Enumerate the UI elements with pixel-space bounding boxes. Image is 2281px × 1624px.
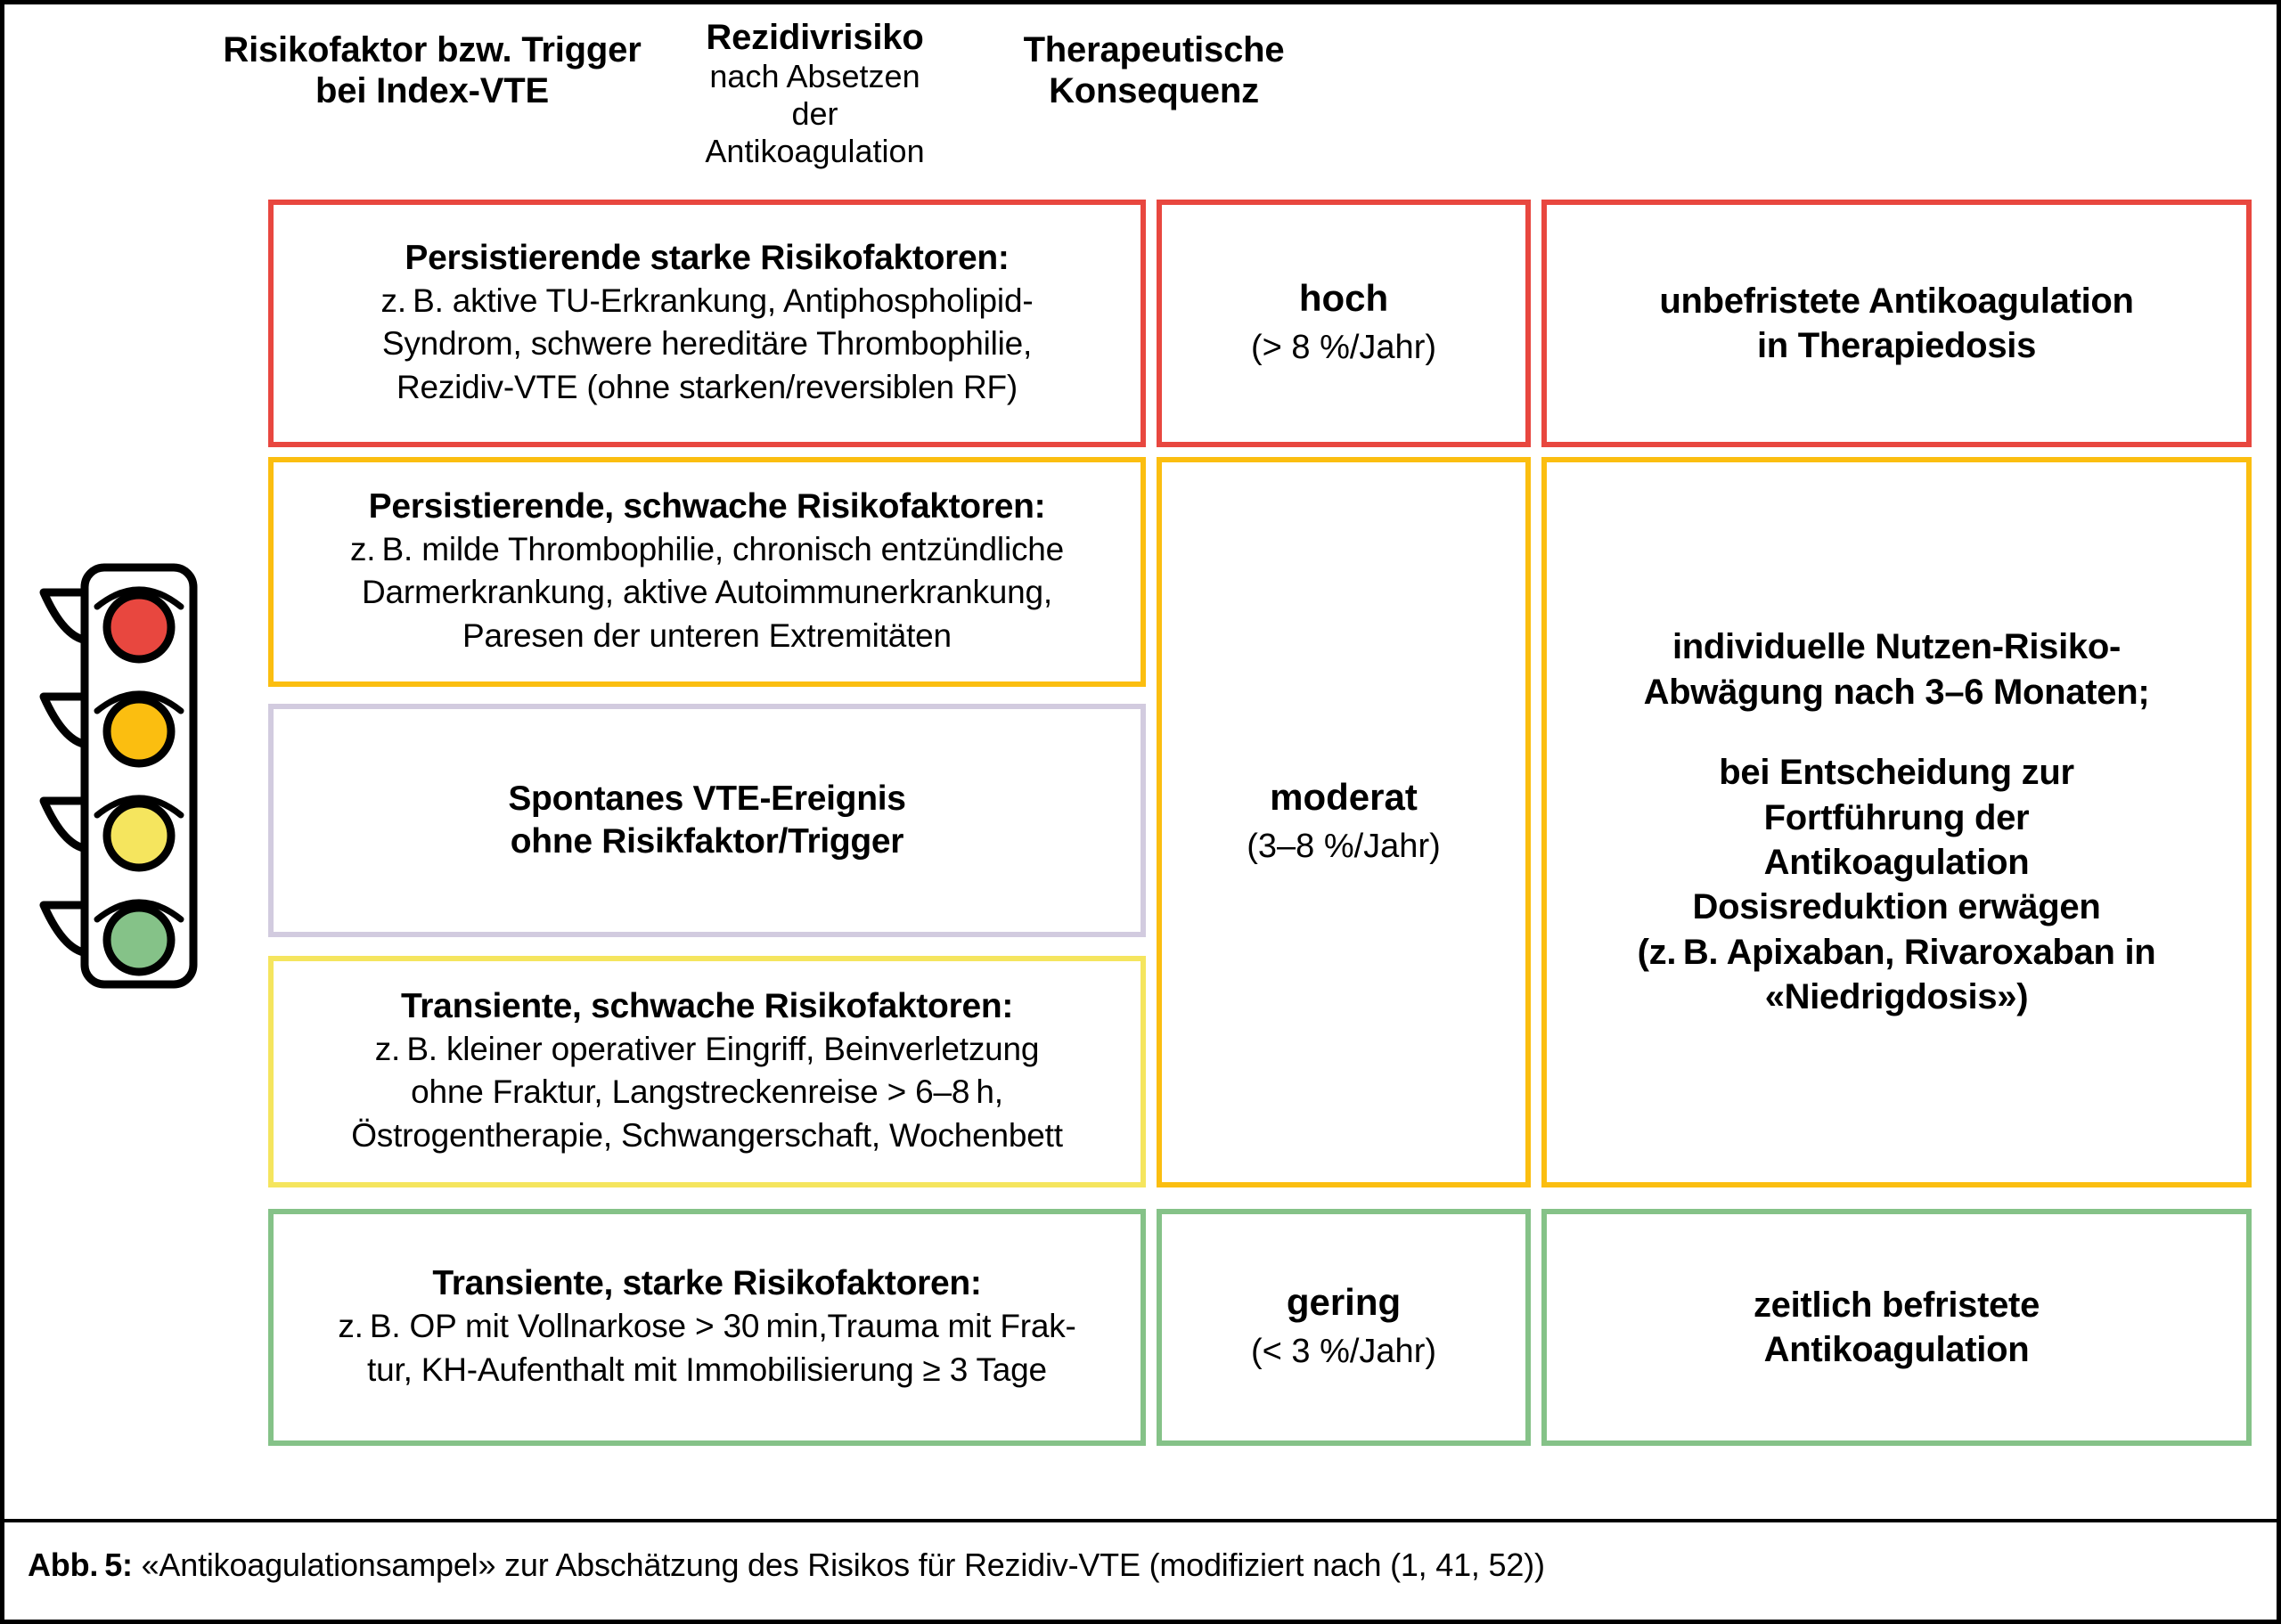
recurrence-risk-level: moderat bbox=[1270, 776, 1418, 819]
risk-factor-body-line: z. B. OP mit Vollnarkose > 30 min,Trauma… bbox=[338, 1307, 1076, 1344]
risk-factor-box-spontanes-vte-ereignis: Spontanes VTE-Ereignis ohne Risikfaktor/… bbox=[268, 704, 1146, 937]
column-header-recurrence-risk: Rezidivrisiko nach Absetzen der Antikoag… bbox=[701, 17, 928, 170]
risk-factor-box-transiente-starke: Transiente, starke Risikofaktoren: z. B.… bbox=[268, 1209, 1146, 1446]
figure-caption: Abb. 5: «Antikoagulationsampel» zur Absc… bbox=[28, 1546, 2237, 1584]
consequence-box-individuelle-abwaegung: individuelle Nutzen-Risiko- Abwägung nac… bbox=[1541, 457, 2252, 1187]
traffic-light-icon bbox=[24, 551, 202, 997]
risk-factor-body-line: Östrogentherapie, Schwangerschaft, Woche… bbox=[351, 1117, 1063, 1155]
risk-factor-body-line: z. B. aktive TU-Erkrankung, Antiphosphol… bbox=[380, 282, 1034, 319]
risk-factor-body-line: Syndrom, schwere hereditäre Thrombophili… bbox=[381, 325, 1033, 363]
consequence-line: Dosisreduktion erwägen bbox=[1692, 887, 2101, 927]
risk-factor-title: Persistierende, schwache Risikofaktoren: bbox=[368, 486, 1046, 526]
risk-factor-body: z. B. kleiner operativer Eingriff, Beinv… bbox=[351, 1028, 1063, 1158]
recurrence-risk-rate: (> 8 %/Jahr) bbox=[1250, 328, 1437, 366]
recurrence-risk-box-moderat: moderat (3–8 %/Jahr) bbox=[1157, 457, 1531, 1187]
consequence-text: individuelle Nutzen-Risiko- Abwägung nac… bbox=[1638, 624, 2156, 1019]
risk-factor-title-line: ohne Risikfaktor/Trigger bbox=[510, 822, 904, 861]
column-header-consequence-line1: Therapeutische bbox=[1023, 30, 1285, 69]
consequence-line: Fortführung der bbox=[1763, 797, 2030, 837]
consequence-box-zeitlich-befristete-antikoagulation: zeitlich befristete Antikoagulation bbox=[1541, 1209, 2252, 1446]
consequence-box-unbefristete-antikoagulation: unbefristete Antikoagulation in Therapie… bbox=[1541, 200, 2252, 447]
risk-factor-body-line: z. B. milde Thrombophilie, chronisch ent… bbox=[349, 530, 1065, 567]
column-header-recurrence-risk-line1: Rezidivrisiko bbox=[706, 18, 924, 57]
recurrence-risk-level: gering bbox=[1286, 1281, 1402, 1324]
recurrence-risk-rate: (3–8 %/Jahr) bbox=[1247, 827, 1441, 865]
risk-factor-body-line: ohne Fraktur, Langstreckenreise > 6–8 h, bbox=[411, 1073, 1003, 1111]
caption-divider bbox=[4, 1519, 2277, 1522]
consequence-line: zeitlich befristete bbox=[1753, 1285, 2040, 1325]
yellow-lamp bbox=[94, 795, 184, 872]
consequence-line: «Niedrigdosis») bbox=[1764, 977, 2029, 1017]
risk-factor-box-transiente-schwache: Transiente, schwache Risikofaktoren: z. … bbox=[268, 956, 1146, 1187]
risk-factor-body-line: tur, KH-Aufenthalt mit Immobilisierung ≥… bbox=[367, 1351, 1047, 1388]
column-header-consequence-line2: Konsequenz bbox=[1049, 71, 1259, 111]
column-header-risk-factor: Risikofaktor bzw. Trigger bei Index-VTE bbox=[160, 29, 704, 112]
consequence-line: individuelle Nutzen-Risiko- bbox=[1672, 627, 2122, 667]
orange-lamp bbox=[94, 690, 184, 768]
consequence-line: (z. B. Apixaban, Rivaroxaban in bbox=[1637, 932, 2156, 972]
risk-factor-box-persistierende-starke: Persistierende starke Risikofaktoren: z.… bbox=[268, 200, 1146, 447]
figure-caption-label: Abb. 5: bbox=[28, 1546, 133, 1583]
risk-factor-title: Transiente, schwache Risikofaktoren: bbox=[400, 986, 1014, 1025]
risk-factor-body-line: Paresen der unteren Extremitäten bbox=[462, 617, 952, 655]
consequence-line: in Therapiedosis bbox=[1756, 326, 2037, 365]
risk-factor-box-persistierende-schwache: Persistierende, schwache Risikofaktoren:… bbox=[268, 457, 1146, 687]
consequence-line: Antikoagulation bbox=[1763, 1330, 2030, 1369]
column-header-consequence: Therapeutische Konsequenz bbox=[931, 29, 1377, 112]
consequence-line: Antikoagulation bbox=[1763, 843, 2030, 882]
column-header-recurrence-risk-line2: nach Absetzen der bbox=[709, 58, 920, 133]
risk-factor-title: Transiente, starke Risikofaktoren: bbox=[432, 1264, 982, 1303]
consequence-line: Abwägung nach 3–6 Monaten; bbox=[1643, 672, 2150, 712]
consequence-text: zeitlich befristete Antikoagulation bbox=[1754, 1283, 2040, 1373]
paragraph-spacer bbox=[1638, 714, 2156, 750]
risk-factor-body: z. B. milde Thrombophilie, chronisch ent… bbox=[350, 528, 1064, 658]
consequence-text: unbefristete Antikoagulation in Therapie… bbox=[1659, 279, 2134, 369]
risk-factor-body-line: Rezidiv-VTE (ohne starken/reversiblen RF… bbox=[396, 369, 1018, 406]
recurrence-risk-rate: (< 3 %/Jahr) bbox=[1250, 1332, 1437, 1370]
recurrence-risk-box-hoch: hoch (> 8 %/Jahr) bbox=[1157, 200, 1531, 447]
risk-factor-title-line: Spontanes VTE-Ereignis bbox=[508, 779, 906, 819]
column-header-recurrence-risk-line3: Antikoagulation bbox=[705, 132, 925, 169]
risk-factor-title: Persistierende starke Risikofaktoren: bbox=[405, 238, 1010, 277]
red-lamp bbox=[94, 586, 184, 664]
recurrence-risk-box-gering: gering (< 3 %/Jahr) bbox=[1157, 1209, 1531, 1446]
green-lamp bbox=[94, 899, 184, 976]
risk-factor-body-line: z. B. kleiner operativer Eingriff, Beinv… bbox=[374, 1030, 1040, 1067]
risk-factor-body: z. B. aktive TU-Erkrankung, Antiphosphol… bbox=[381, 280, 1034, 410]
risk-factor-body: z. B. OP mit Vollnarkose > 30 min,Trauma… bbox=[338, 1305, 1076, 1392]
risk-factor-title: Spontanes VTE-Ereignis ohne Risikfaktor/… bbox=[508, 778, 906, 862]
recurrence-risk-level: hoch bbox=[1298, 277, 1389, 320]
column-header-risk-factor-line1: Risikofaktor bzw. Trigger bbox=[223, 30, 642, 69]
consequence-line: unbefristete Antikoagulation bbox=[1659, 281, 2134, 321]
column-headers: Risikofaktor bzw. Trigger bei Index-VTE … bbox=[4, 4, 2277, 169]
consequence-line: bei Entscheidung zur bbox=[1719, 753, 2074, 793]
figure-caption-text: «Antikoagulationsampel» zur Abschätzung … bbox=[132, 1546, 1545, 1583]
column-header-risk-factor-line2: bei Index-VTE bbox=[315, 71, 549, 111]
risk-factor-body-line: Darmerkrankung, aktive Autoimmunerkranku… bbox=[362, 574, 1052, 611]
